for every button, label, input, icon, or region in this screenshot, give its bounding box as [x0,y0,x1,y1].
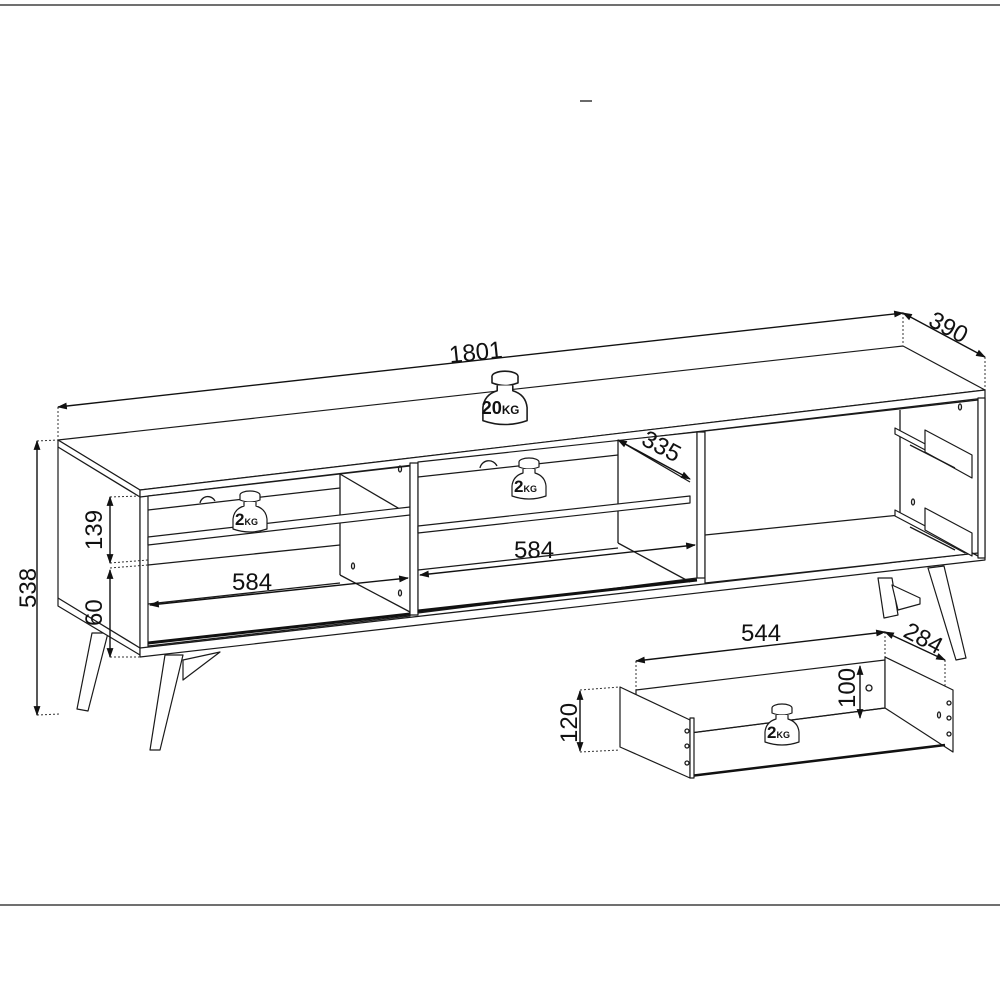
dim-middle-compartment-line [419,542,696,578]
label-left-compartment: 584 [232,569,272,596]
compartment-right [704,399,979,584]
cabinet [57,345,986,658]
svg-text:2KG: 2KG [767,723,790,742]
label-middle-compartment: 584 [514,537,554,564]
weight-icon-2kg-drawer: 2KG [764,703,800,746]
weight-icon-2kg-middle: 2KG [511,457,547,500]
dim-width-line [57,310,904,410]
dimension-lines [33,310,986,753]
dim-drawer-width-line [635,629,886,664]
divider-1 [409,462,419,616]
label-drawer-depth: 284 [899,617,947,660]
leg-back-left [76,632,109,712]
drawer-slide-upper [894,427,973,479]
dim-left-compartment-line [149,575,409,608]
drawer-right-side [884,656,954,753]
label-drawer-inner-height: 100 [834,668,861,708]
right-side-panel [977,397,986,559]
leg-bracket-left [182,651,221,681]
label-drawer-width: 544 [741,620,781,647]
weight-icon-20kg: 20KG [482,370,528,426]
svg-text:2KG: 2KG [514,477,537,496]
divider-2 [696,431,706,579]
drawer [619,656,954,779]
leg-bracket-right [891,584,921,611]
shelf-middle [417,495,691,534]
label-height: 538 [15,568,42,608]
svg-text:2KG: 2KG [235,510,258,529]
dim-drawer-depth-line [884,631,946,661]
label-drawer-height: 120 [556,703,583,743]
leg-front-left [149,654,184,751]
dim-shelf-depth-line [617,439,691,480]
dim-depth-line [902,312,986,358]
weight-icon-2kg-left: 2KG [232,490,268,533]
label-depth: 390 [924,306,972,349]
drawer-slide-lower [894,507,973,557]
label-width: 1801 [448,337,504,369]
label-shelf-gap: 139 [81,510,108,550]
label-leg-height: 60 [81,599,108,626]
leg-front-right [927,565,967,661]
